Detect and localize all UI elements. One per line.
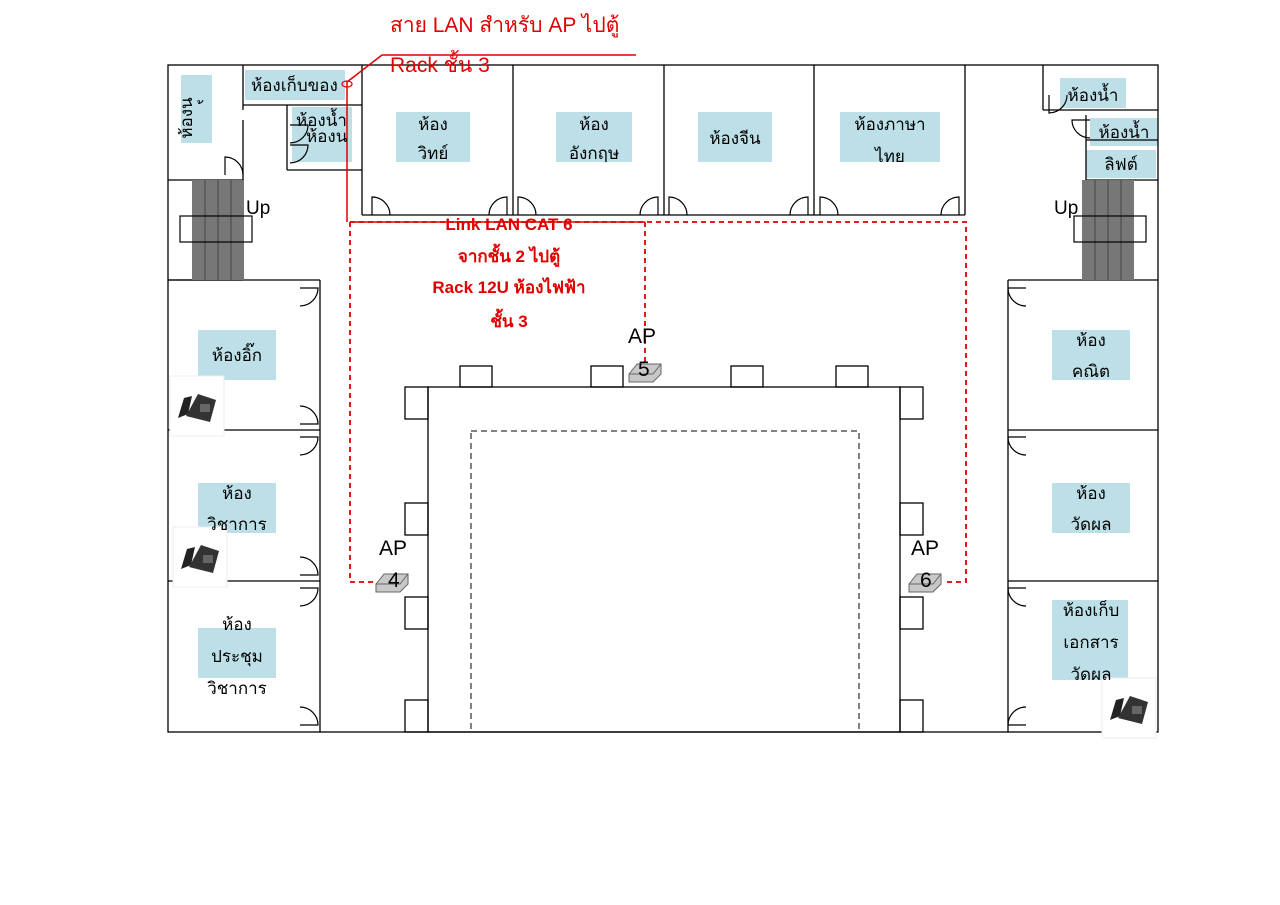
stair-label-left: Up: [246, 198, 270, 219]
room-fills: [181, 70, 1158, 680]
telephone-icon: [1101, 677, 1157, 739]
walls: [167, 64, 1159, 733]
ap-6-number: 6: [920, 569, 932, 592]
stair-label-right: Up: [1054, 198, 1078, 219]
room-label-thai-1: ห้องภาษา: [854, 115, 925, 135]
room-label-storage: ห้องเก็บของ: [251, 74, 338, 96]
room-label-lift: ลิฟต์: [1104, 155, 1138, 175]
stair-icon: [179, 180, 1147, 280]
room-label-restroom-vertical: ห้องน: [177, 97, 197, 139]
room-label-math-1: ห้อง: [1076, 331, 1106, 351]
room-label-english-2: อังกฤษ: [569, 144, 619, 164]
room-label-meeting-3: วิชาการ: [207, 679, 267, 699]
room-label-meeting-2: ประชุม: [211, 647, 263, 667]
room-label-assessment-1: ห้อง: [1076, 484, 1106, 504]
ap-cable-note-line1: สาย LAN สำหรับ AP ไปตู้: [390, 13, 619, 38]
room-label-records-1: ห้องเก็บ: [1063, 599, 1120, 621]
room-label-restroom-left-overlap: ห้องน: [306, 127, 348, 147]
ap-5-label: AP: [628, 325, 656, 348]
ap-5-number: 5: [638, 358, 650, 381]
access-point-icon: [375, 573, 409, 593]
room-label-math-2: คณิต: [1072, 362, 1110, 382]
hall-inner-zone: [470, 430, 860, 733]
cat6-link-note-line2: จากชั้น 2 ไปตู้: [458, 243, 560, 268]
room-label-records-3: วัดผล: [1071, 665, 1112, 685]
room-label-assessment-2: วัดผล: [1071, 515, 1112, 535]
access-point-icon: [908, 573, 942, 593]
room-label-science-1: ห้อง: [418, 115, 448, 135]
room-label-science-2: วิทย์: [417, 144, 448, 164]
cat6-link-note-line3: Rack 12U ห้องไฟฟ้า: [432, 277, 585, 297]
room-label-computer: ห้องอิ๊ก: [212, 342, 262, 366]
room-label-chinese: ห้องจีน: [709, 129, 761, 149]
room-label-thai-2: ไทย: [873, 146, 905, 167]
ap-cable-note-line2: Rack ชั้น 3: [390, 50, 490, 77]
cat6-link-note-line1: Link LAN CAT 6: [445, 215, 572, 234]
rack-marker: [341, 80, 353, 88]
access-point-icon: [628, 363, 662, 383]
room-label-restroom-left: ห้องน้ำ: [296, 108, 347, 131]
ap-6-label: AP: [911, 537, 939, 560]
room-label-records-2: เอกสาร: [1063, 633, 1118, 653]
room-label-restroom-right-2: ห้องน้ำ: [1099, 120, 1150, 143]
room-label-restroom-right-1: ห้องน้ำ: [1068, 83, 1119, 106]
room-label-academic-1: ห้อง: [222, 484, 252, 504]
room-label-meeting-1: ห้อง: [222, 615, 252, 635]
cat6-link-note-line4: ชั้น 3: [490, 308, 527, 331]
room-label-academic-2: วิชาการ: [207, 515, 267, 535]
telephone-icon: [169, 375, 225, 437]
telephone-icon: [172, 526, 228, 588]
ap-cable-leader: [346, 54, 636, 222]
ap-4-label: AP: [379, 537, 407, 560]
ap-4-number: 4: [388, 569, 400, 592]
door-icon: [224, 94, 1091, 726]
room-label-english-1: ห้อง: [579, 115, 609, 135]
lan-cable-route: [349, 221, 967, 583]
